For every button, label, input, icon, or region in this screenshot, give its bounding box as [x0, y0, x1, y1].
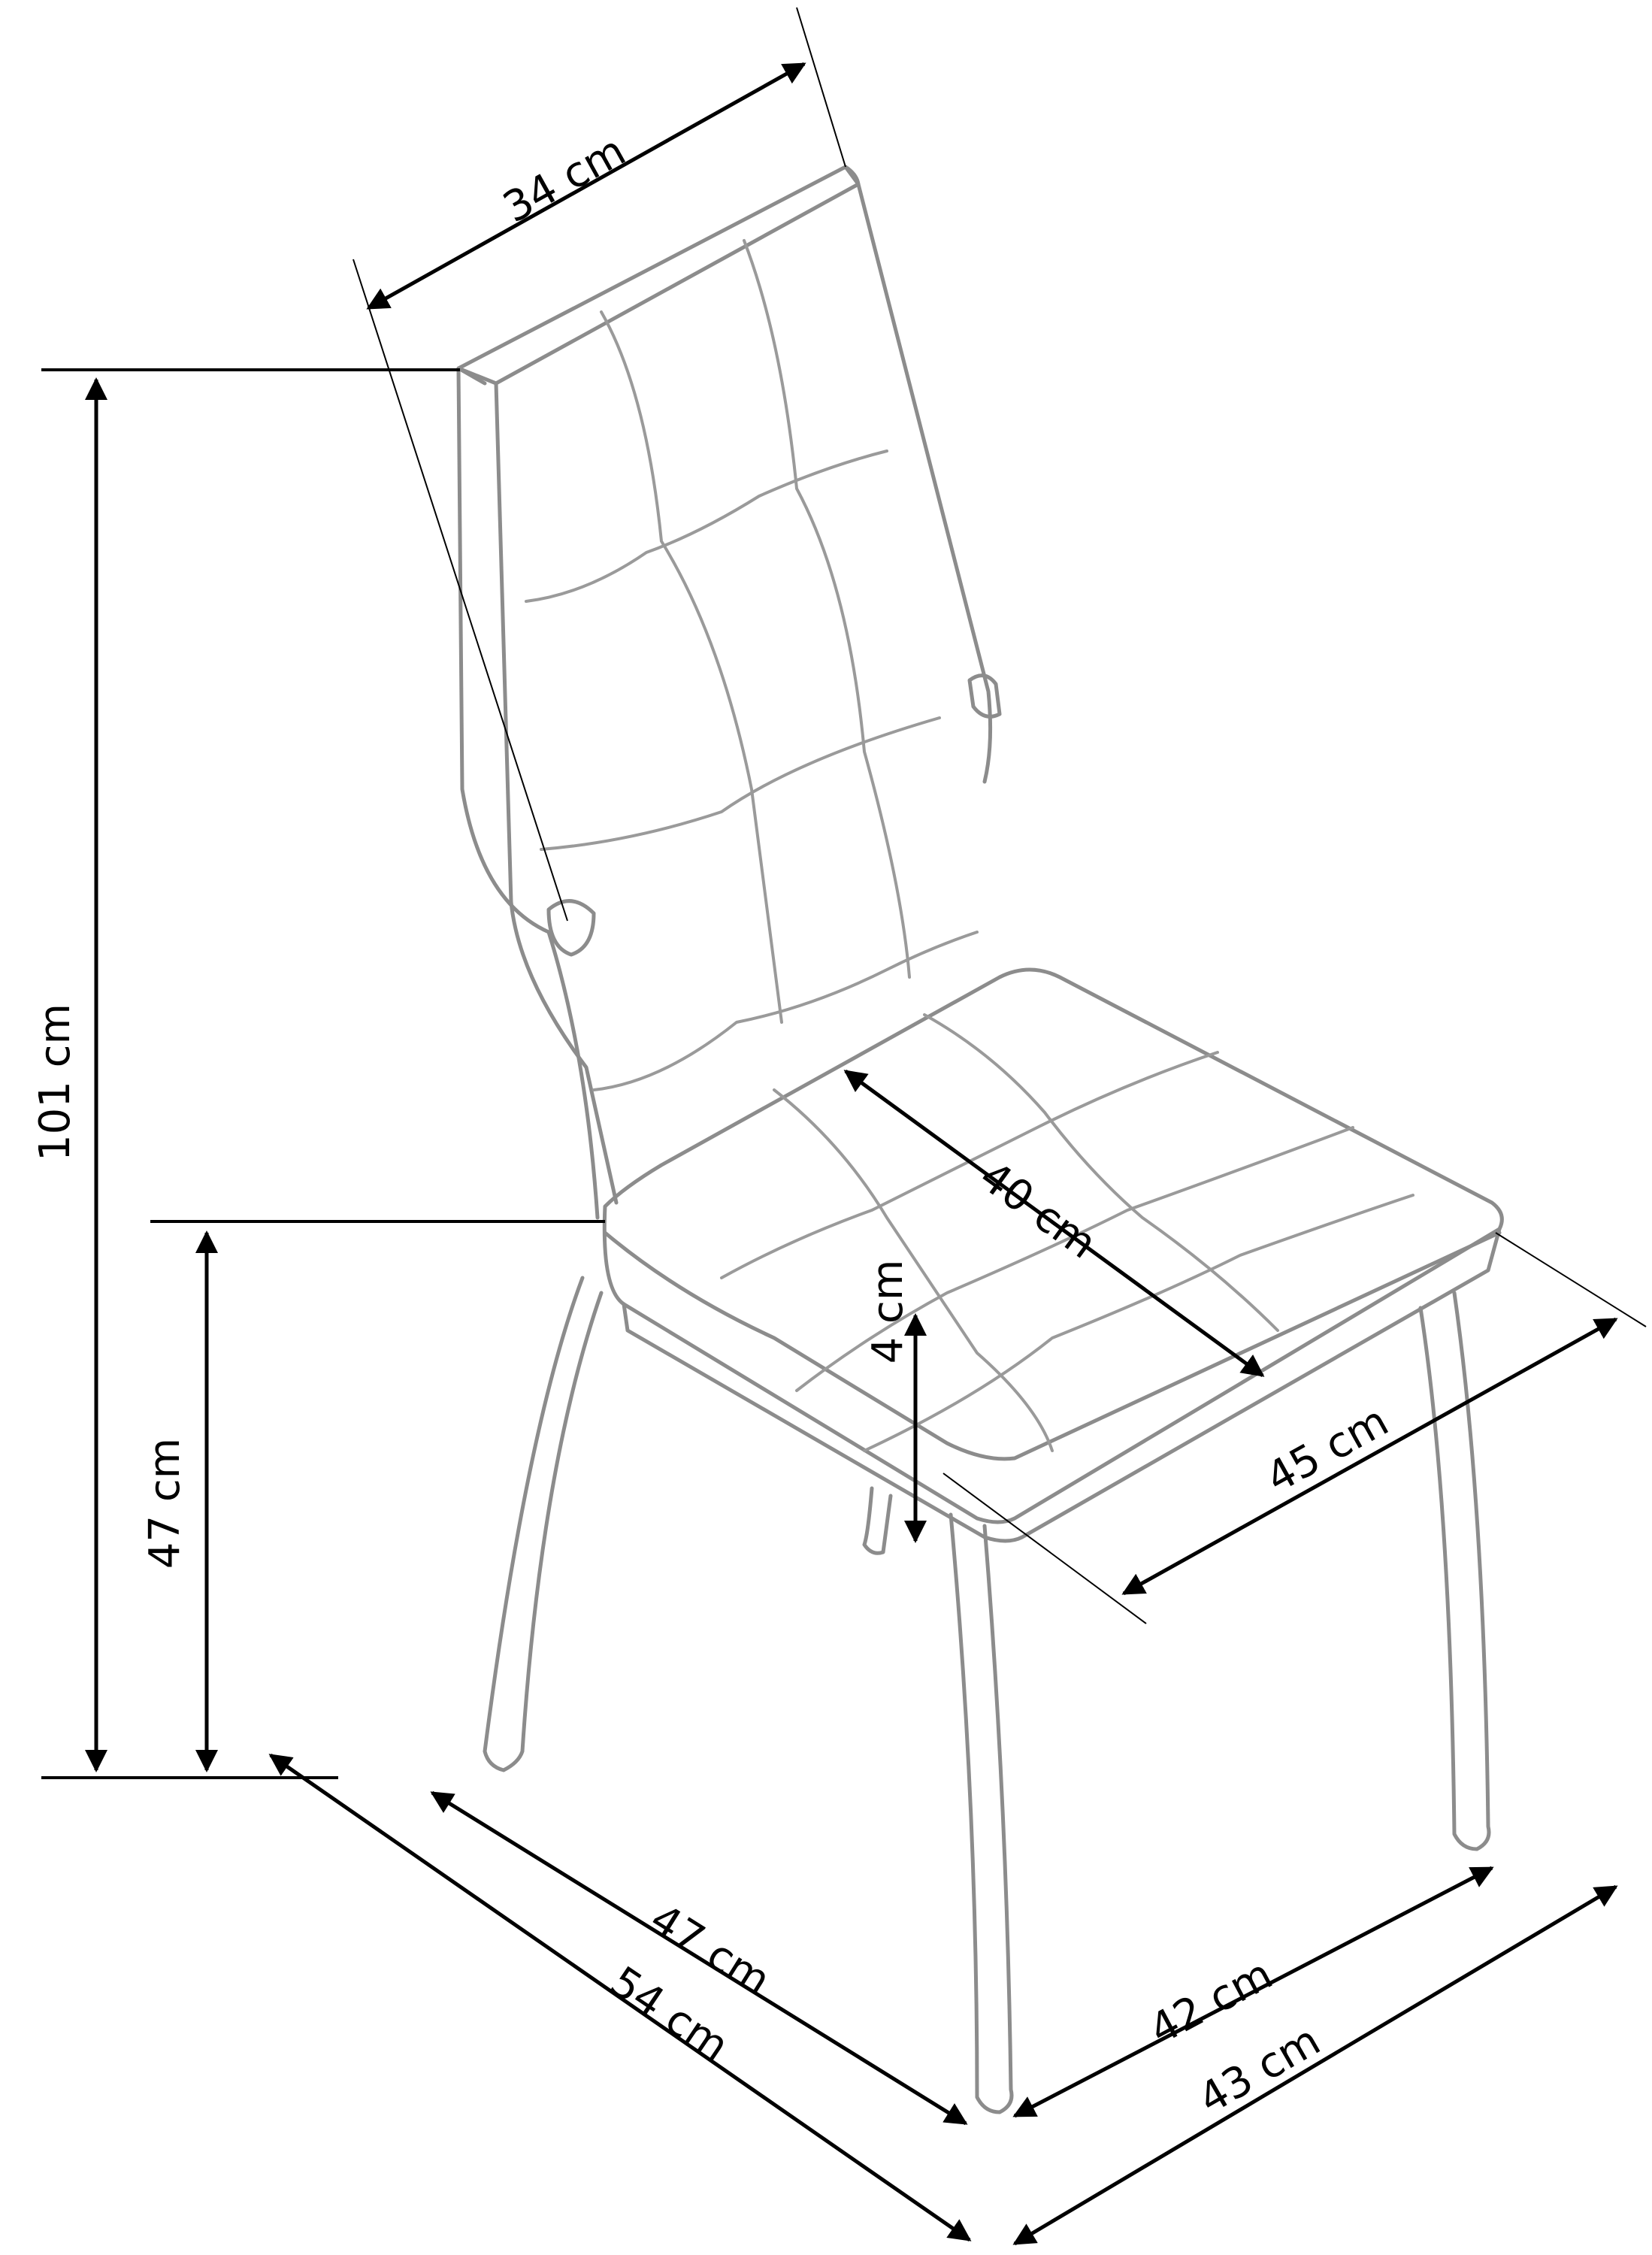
seat-width-arrow — [1121, 1317, 1618, 1596]
width-outer-arrow — [1012, 1884, 1618, 2246]
width-outer-label: 43 cm — [1191, 2016, 1329, 2123]
backrest-width-label: 34 cm — [495, 126, 634, 232]
width-inner-label: 42 cm — [1142, 1950, 1281, 2054]
backrest-width-extension-right — [796, 7, 846, 168]
chair-drawing — [456, 165, 1504, 2114]
seat-height-label: 47 cm — [141, 1438, 189, 1569]
dimension-labels: 34 cm 101 cm 47 cm 40 cm 4 cm 45 cm 47 c… — [31, 126, 1396, 2124]
backrest — [456, 165, 1002, 1220]
seat-width-label: 45 cm — [1258, 1397, 1396, 1503]
depth-outer-arrow — [268, 1753, 972, 2242]
total-height-label: 101 cm — [31, 1003, 80, 1161]
seat-width-extension-right — [1495, 1232, 1647, 1327]
seat-depth-label: 40 cm — [970, 1152, 1105, 1268]
dimension-lines — [41, 7, 1647, 2246]
backrest-width-arrow — [366, 62, 806, 310]
seat-width-extension-left — [942, 1473, 1147, 1624]
seat-thickness-label: 4 cm — [864, 1260, 912, 1364]
backrest-width-extension-left — [352, 259, 568, 922]
